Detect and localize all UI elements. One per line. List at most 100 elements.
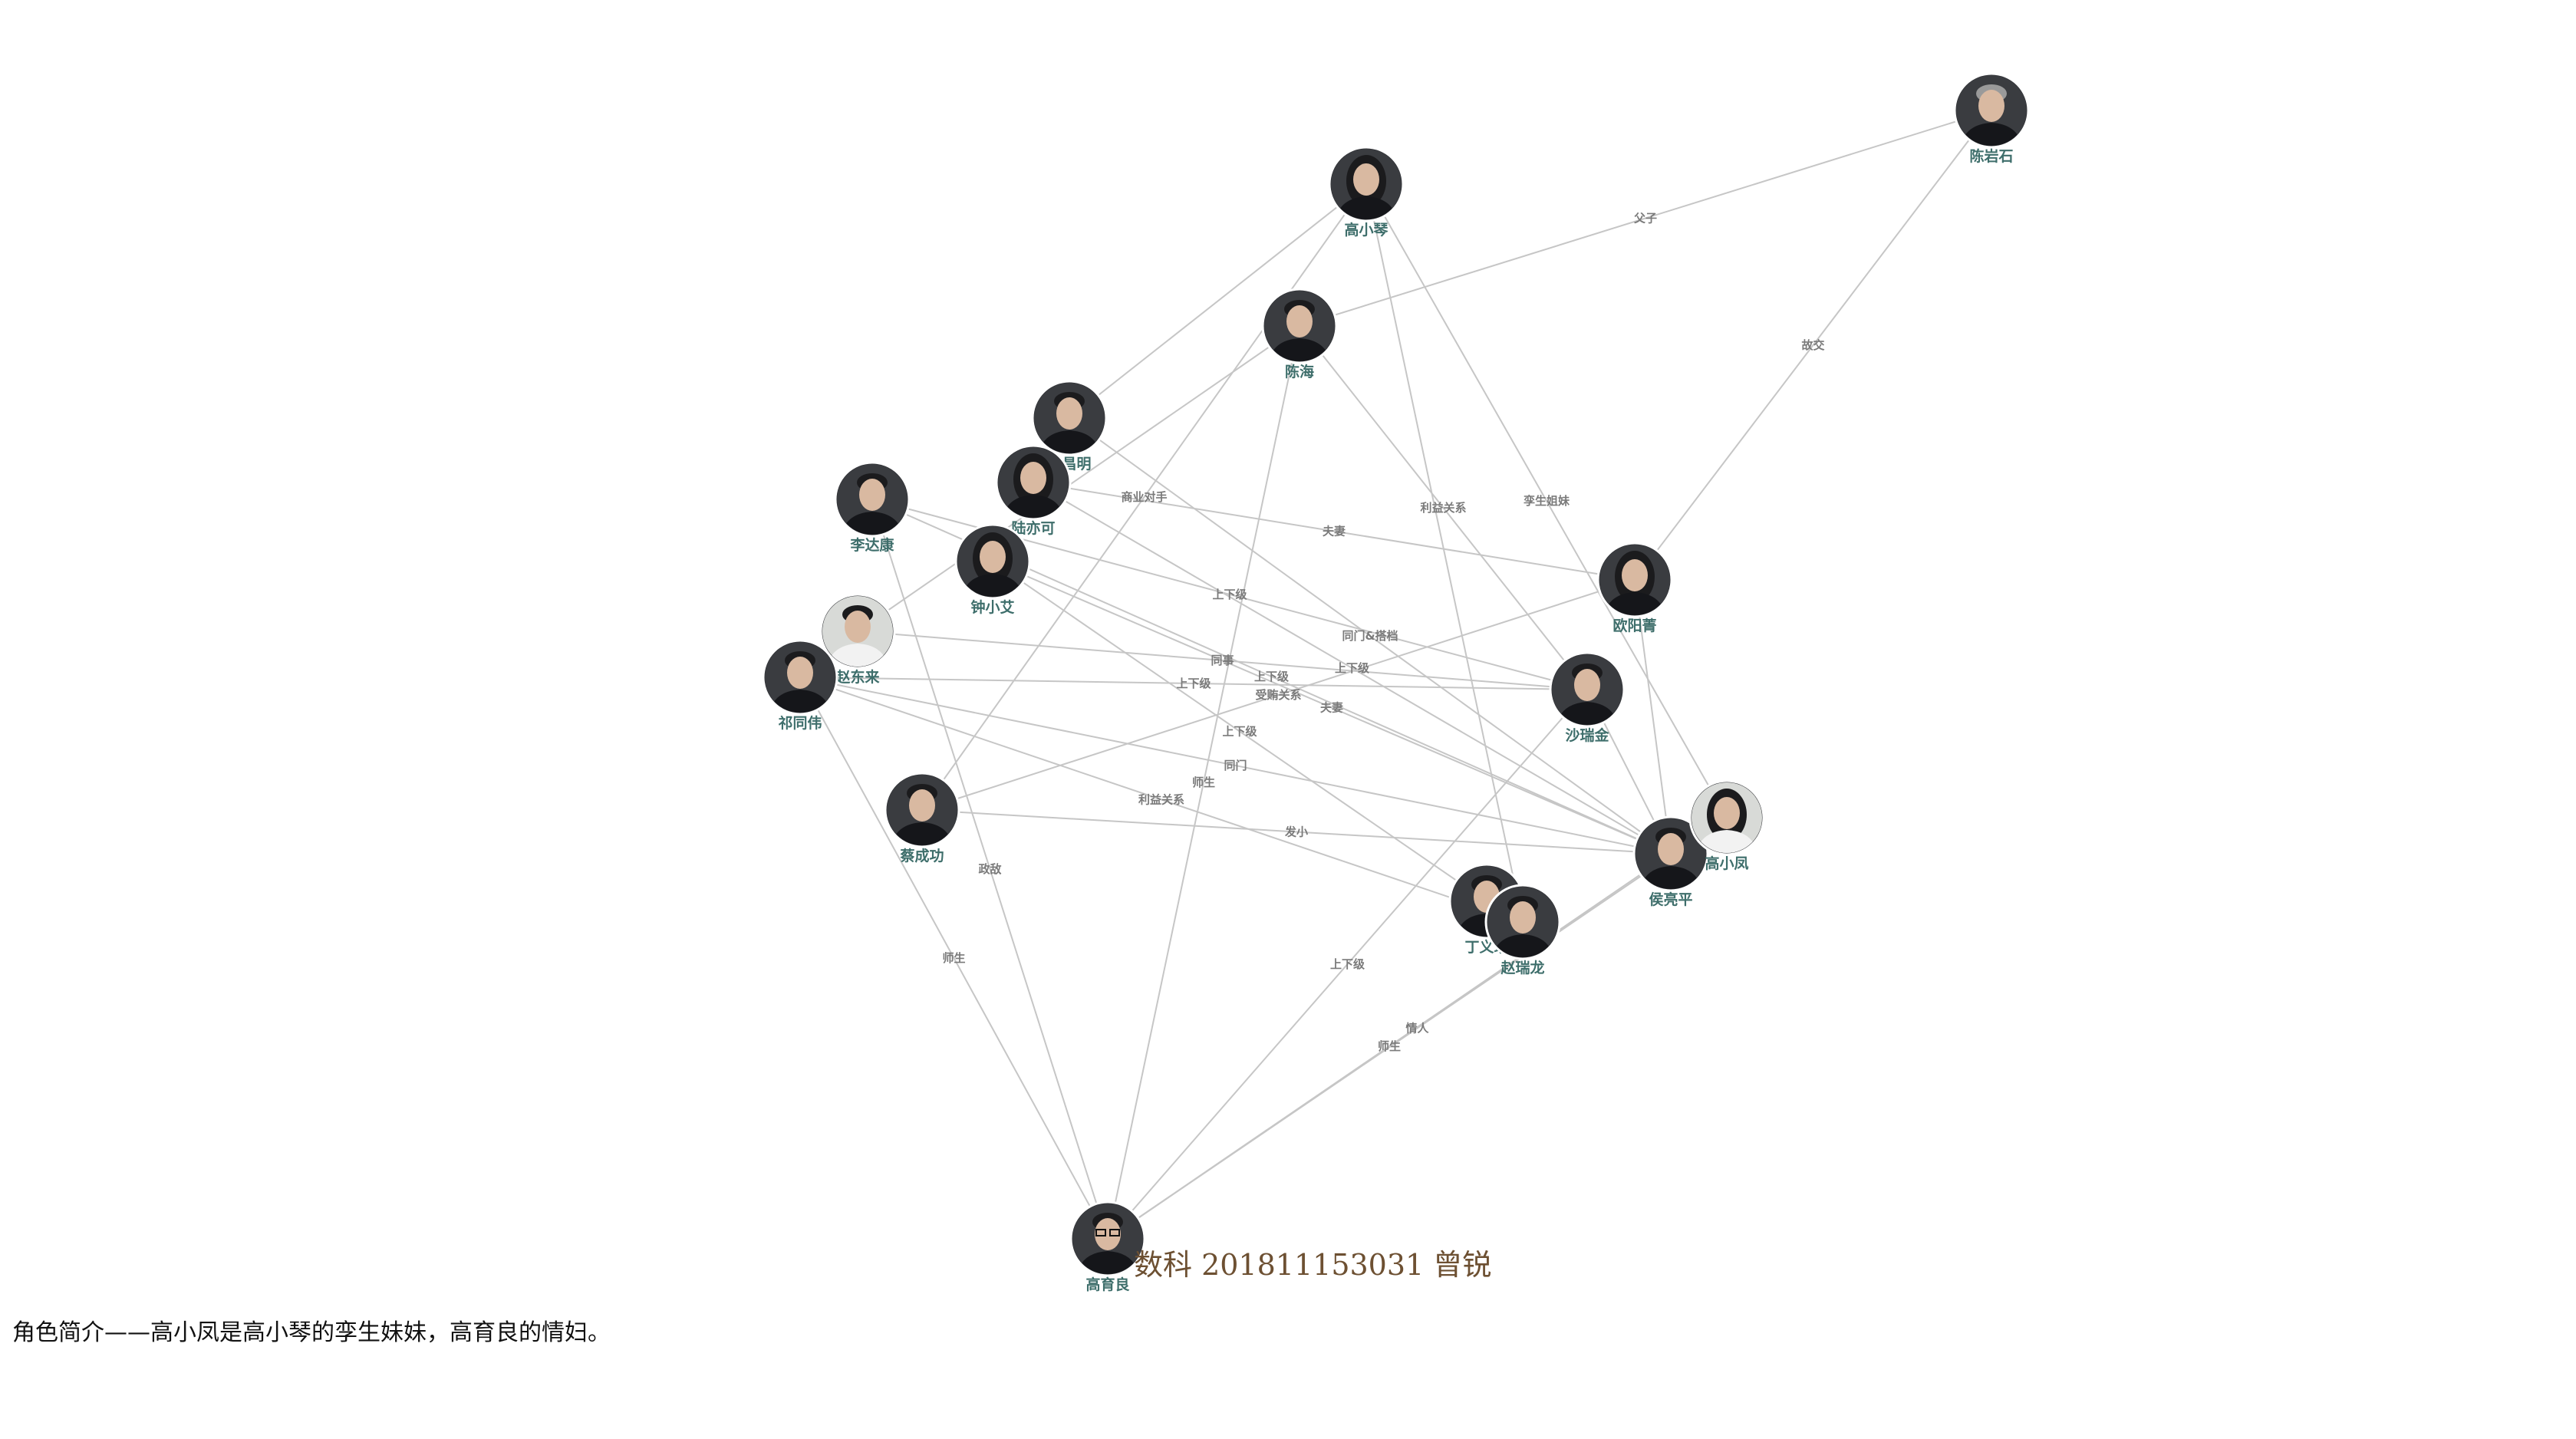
- edge-chen_yanshi-ouyang_jing: [1634, 110, 1992, 581]
- node-label: 陈岩石: [1969, 147, 2013, 165]
- edge-zhong_xiaoai-ding_yizhen: [992, 561, 1487, 902]
- avatar-portrait-icon: [1487, 887, 1558, 957]
- node-label: 蔡成功: [900, 847, 944, 864]
- edge-label: 上下级: [1222, 725, 1257, 739]
- edge-gao_yuliang-hou_liangping: [1107, 853, 1672, 1240]
- avatar-portrait-icon: [957, 526, 1028, 597]
- node-label: 赵东来: [835, 668, 879, 686]
- edge-cai_chenggong-hou_liangping: [921, 809, 1672, 855]
- edge-label: 上下级: [1335, 661, 1370, 675]
- edge-lin_huake-hou_liangping: [1033, 482, 1672, 855]
- edge-label: 利益关系: [1420, 501, 1466, 515]
- character-intro: 角色简介——高小凤是高小琴的孪生妹妹，高育良的情妇。: [12, 1319, 611, 1346]
- node-ouyang_jing[interactable]: 欧阳菁: [1596, 542, 1673, 634]
- edge-label: 发小: [1284, 825, 1308, 839]
- node-gao_yuliang[interactable]: 高育良: [1069, 1200, 1146, 1293]
- edge-label: 孪生姐妹: [1524, 494, 1570, 508]
- node-label: 侯亮平: [1649, 891, 1692, 908]
- edge-label: 上下级: [1330, 957, 1365, 971]
- edge-li_zhaoming-hou_liangping: [1069, 417, 1672, 855]
- edge-label: 师生: [1378, 1039, 1401, 1053]
- node-hou_liangping[interactable]: 侯亮平: [1632, 815, 1709, 908]
- edge-label: 上下级: [1176, 677, 1211, 690]
- edge-gao_xiaoqin-gao_xiaofeng: [1365, 183, 1728, 818]
- edge-chen_yanshi-chen_hai: [1299, 110, 1992, 327]
- edge-label: 同事: [1211, 654, 1234, 667]
- edge-gao_xiaoqin-li_zhaoming: [1069, 183, 1367, 419]
- edge-label: 夫妻: [1320, 701, 1343, 715]
- node-label: 陈海: [1285, 363, 1314, 380]
- edge-label: 利益关系: [1138, 793, 1184, 807]
- edge-label: 上下级: [1212, 588, 1247, 601]
- avatar-portrait-icon: [998, 447, 1069, 518]
- node-label: 李达康: [849, 536, 894, 554]
- node-cai_chenggong[interactable]: 蔡成功: [884, 772, 960, 864]
- edge-cai_chenggong-ouyang_jing: [921, 579, 1636, 811]
- edge-label: 情人: [1405, 1022, 1429, 1036]
- node-label: 高育良: [1085, 1276, 1129, 1293]
- avatar-portrait-icon: [1956, 75, 2027, 146]
- edge-label: 政敌: [978, 862, 1001, 876]
- node-label: 赵瑞龙: [1500, 959, 1544, 976]
- node-li_zhaoming[interactable]: 程昌明: [1031, 380, 1108, 473]
- edge-chen_hai-zhao_donglai: [857, 325, 1300, 632]
- node-qi_tongwei[interactable]: 祁同伟: [762, 639, 838, 732]
- edge-qi_tongwei-sha_ruijin: [799, 677, 1588, 690]
- avatar-portrait-icon: [822, 596, 893, 667]
- avatar-portrait-icon: [765, 642, 835, 713]
- edge-labels-layer: 父子故交孪生姐妹商业对手利益关系师生同门&搭档夫妻上下级上下级上下级政敌夫妻上下…: [942, 212, 1824, 1054]
- node-label: 高小琴: [1344, 221, 1388, 239]
- edge-label: 故交: [1801, 338, 1824, 352]
- avatar-portrait-icon: [1034, 383, 1105, 453]
- node-gao_xiaofeng[interactable]: 高小凤: [1688, 779, 1765, 872]
- avatar-portrait-icon: [1692, 782, 1762, 853]
- node-zhao_ruilong[interactable]: 赵瑞龙: [1484, 884, 1561, 976]
- node-gao_xiaoqin[interactable]: 高小琴: [1328, 146, 1405, 239]
- node-sha_ruijin[interactable]: 沙瑞金: [1549, 651, 1626, 744]
- node-label: 沙瑞金: [1565, 726, 1609, 744]
- node-li_dakang[interactable]: 李达康: [834, 461, 911, 554]
- node-label: 欧阳菁: [1612, 617, 1656, 634]
- node-label: 钟小艾: [970, 598, 1014, 616]
- edges-layer: [799, 110, 1992, 1240]
- edge-gao_xiaoqin-cai_chenggong: [921, 183, 1367, 811]
- edge-sha_ruijin-gao_yuliang: [1107, 689, 1588, 1240]
- node-lin_huake[interactable]: 陆亦可: [995, 444, 1072, 537]
- edge-zhao_donglai-sha_ruijin: [857, 631, 1588, 690]
- author-caption: 数科 201811153031 曾锐: [1134, 1248, 1492, 1282]
- edge-label: 商业对手: [1121, 490, 1167, 504]
- edge-chen_hai-sha_ruijin: [1299, 325, 1588, 690]
- edge-label: 同门&搭档: [1342, 629, 1398, 643]
- edge-ouyang_jing-hou_liangping: [1634, 579, 1672, 855]
- edge-label: 师生: [1192, 775, 1215, 789]
- edge-qi_tongwei-hou_liangping: [799, 677, 1672, 855]
- edge-label: 受贿关系: [1255, 688, 1301, 702]
- node-zhong_xiaoai[interactable]: 钟小艾: [954, 523, 1031, 616]
- edge-label: 上下级: [1254, 670, 1290, 683]
- edge-lin_huake-ouyang_jing: [1033, 482, 1636, 581]
- edge-label: 父子: [1633, 212, 1657, 226]
- avatar-portrait-icon: [1599, 545, 1670, 615]
- edge-chen_hai-gao_yuliang: [1107, 325, 1300, 1240]
- node-chen_yanshi[interactable]: 陈岩石: [1953, 72, 2030, 165]
- edge-qi_tongwei-gao_yuliang: [799, 677, 1108, 1240]
- edge-li_dakang-gao_yuliang: [871, 499, 1108, 1240]
- avatar-portrait-icon: [1264, 291, 1335, 361]
- edge-zhong_xiaoai-hou_liangping: [992, 561, 1672, 855]
- edge-label: 同门: [1224, 759, 1247, 772]
- edge-qi_tongwei-zhao_ruilong: [799, 677, 1524, 923]
- edge-label: 师生: [942, 951, 965, 965]
- avatar-portrait-icon: [887, 775, 957, 845]
- avatar-portrait-icon: [837, 464, 908, 535]
- edge-label: 夫妻: [1323, 525, 1346, 538]
- avatar-portrait-icon: [1636, 818, 1706, 889]
- edge-gao_xiaoqin-zhao_ruilong: [1365, 183, 1524, 923]
- node-zhao_donglai[interactable]: 赵东来: [819, 593, 896, 686]
- avatar-portrait-icon: [1331, 149, 1402, 219]
- avatar-portrait-icon: [1552, 654, 1622, 725]
- avatar-portrait-icon: [1072, 1204, 1143, 1274]
- node-chen_hai[interactable]: 陈海: [1261, 288, 1338, 380]
- node-label: 陆亦可: [1011, 519, 1055, 537]
